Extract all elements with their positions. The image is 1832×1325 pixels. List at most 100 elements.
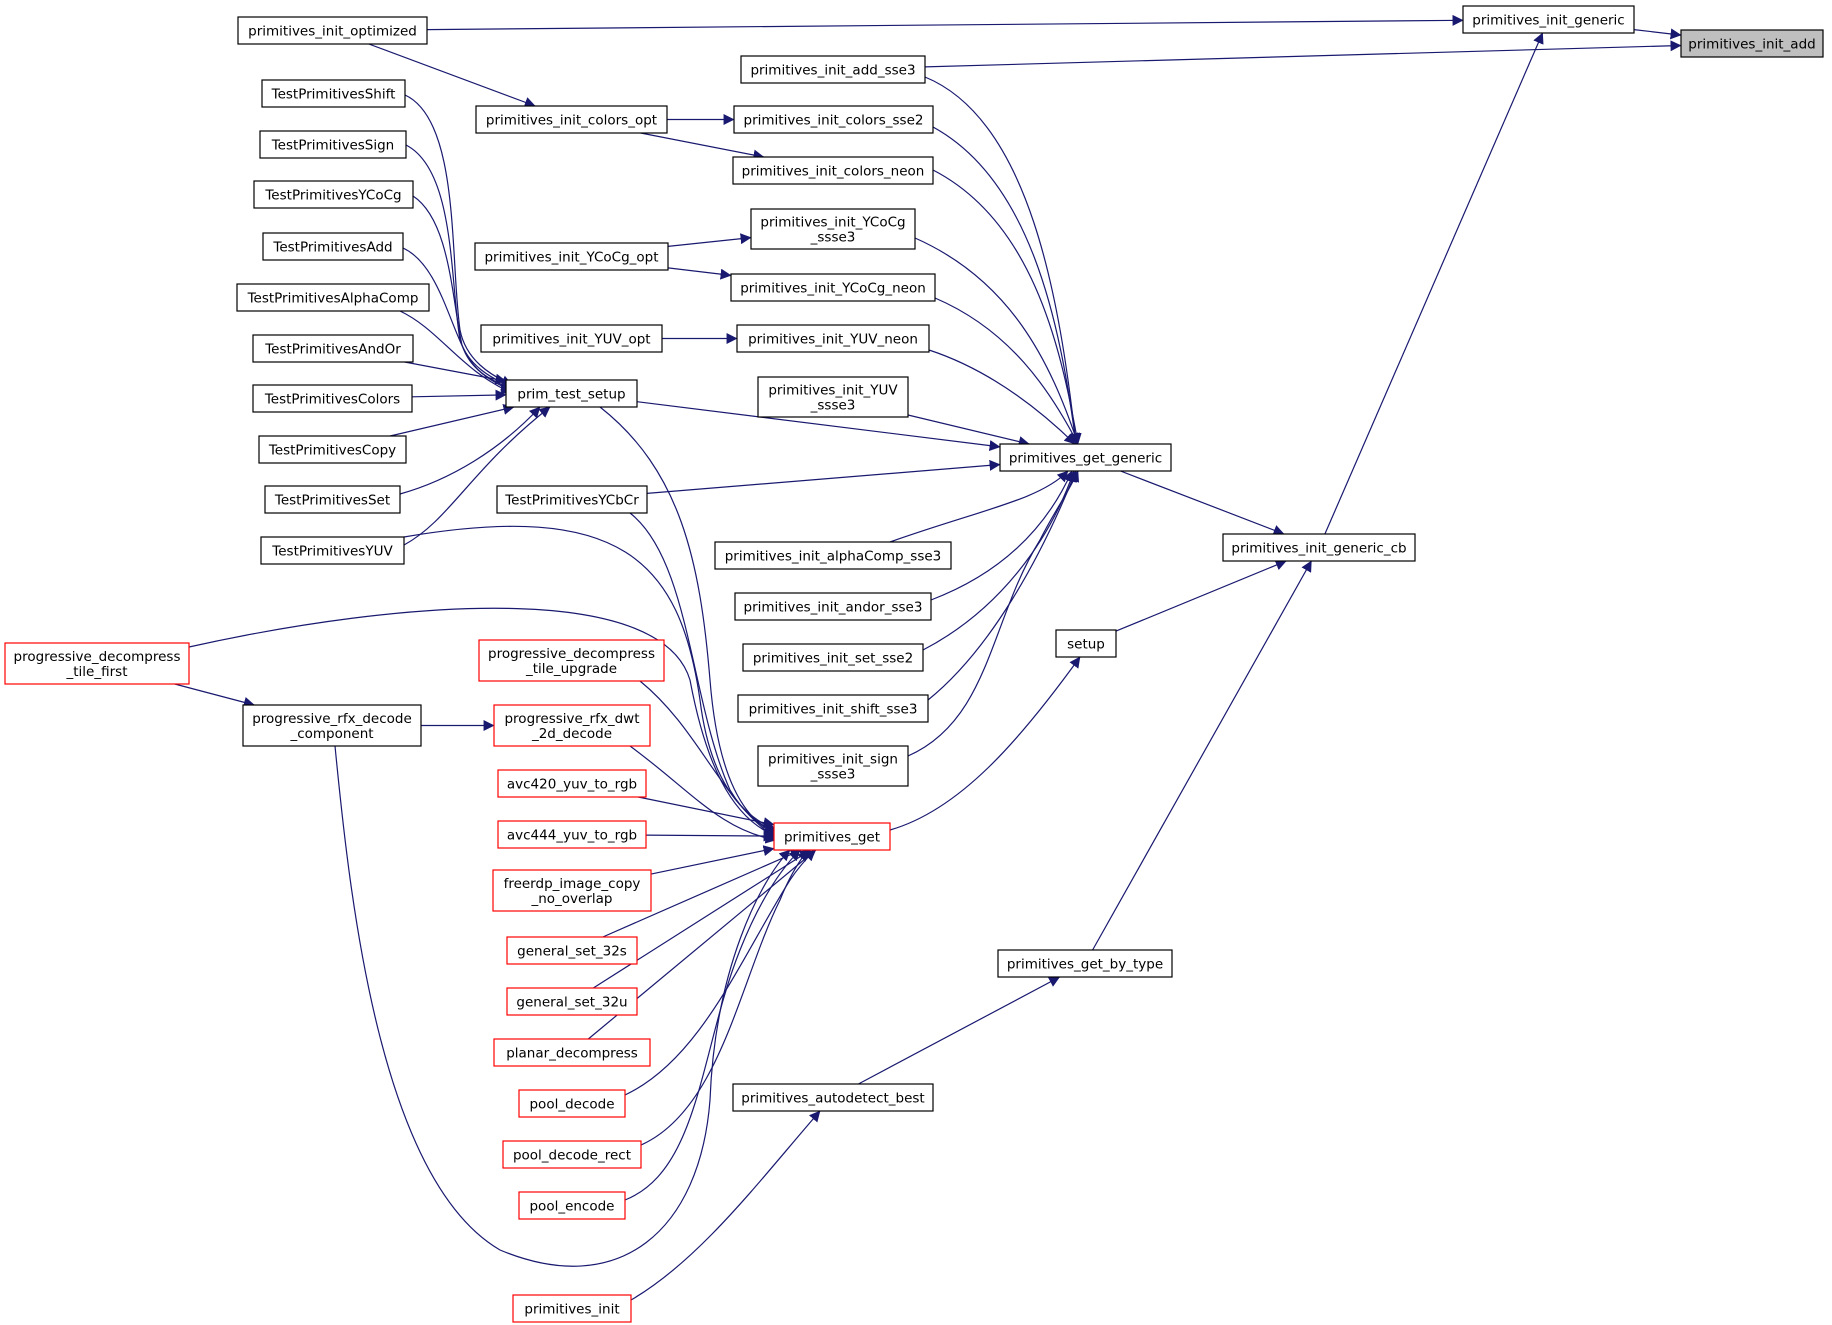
edge-primitives_init_YCoCg_neon-to-primitives_get_generic bbox=[934, 297, 1079, 445]
node-box bbox=[474, 242, 669, 271]
node-label: primitives_init_YCoCg bbox=[760, 215, 905, 231]
node-primitives_init_YCoCg_opt[interactable]: primitives_init_YCoCg_opt bbox=[474, 242, 669, 271]
edge-progressive_decompress_tile_first-to-progressive_rfx_decode_component bbox=[174, 683, 255, 708]
edge-primitives_autodetect_best-to-primitives_get_by_type bbox=[858, 976, 1061, 1085]
node-primitives_init_YCoCg_neon[interactable]: primitives_init_YCoCg_neon bbox=[730, 273, 936, 302]
node-label: primitives_init_optimized bbox=[248, 24, 417, 40]
node-box bbox=[236, 283, 430, 312]
node-TestPrimitivesAndOr[interactable]: TestPrimitivesAndOr bbox=[252, 334, 414, 363]
node-primitives_get[interactable]: primitives_get bbox=[773, 822, 891, 851]
node-primitives_init[interactable]: primitives_init bbox=[512, 1294, 632, 1323]
node-label: primitives_init_YUV_neon bbox=[748, 332, 918, 348]
node-primitives_init_YUV_opt[interactable]: primitives_init_YUV_opt bbox=[480, 324, 663, 353]
node-label: primitives_init_YCoCg_neon bbox=[740, 281, 926, 297]
node-primitives_init_generic_cb[interactable]: primitives_init_generic_cb bbox=[1222, 533, 1416, 562]
node-box bbox=[480, 324, 663, 353]
node-primitives_autodetect_best[interactable]: primitives_autodetect_best bbox=[732, 1083, 934, 1112]
node-primitives_init_optimized[interactable]: primitives_init_optimized bbox=[237, 16, 428, 45]
edge-TestPrimitivesCopy-to-prim_test_setup bbox=[389, 404, 515, 437]
node-label: TestPrimitivesShift bbox=[271, 87, 396, 103]
edge-prim_test_setup-to-primitives_get_generic bbox=[636, 401, 1001, 452]
node-primitives_init_set_sse2[interactable]: primitives_init_set_sse2 bbox=[742, 643, 924, 672]
node-label: TestPrimitivesAdd bbox=[272, 240, 392, 256]
edge-primitives_init_YUV_ssse3-to-primitives_get_generic bbox=[907, 414, 1030, 447]
node-label: primitives_get_generic bbox=[1009, 451, 1162, 467]
node-primitives_init_colors_neon[interactable]: primitives_init_colors_neon bbox=[732, 156, 934, 185]
node-TestPrimitivesYCoCg[interactable]: TestPrimitivesYCoCg bbox=[253, 180, 414, 209]
node-progressive_rfx_decode_component[interactable]: progressive_rfx_decode_component bbox=[242, 704, 422, 747]
node-box bbox=[252, 334, 414, 363]
node-box bbox=[264, 485, 401, 514]
node-primitives_init_andor_sse3[interactable]: primitives_init_andor_sse3 bbox=[734, 592, 932, 621]
node-TestPrimitivesSign[interactable]: TestPrimitivesSign bbox=[259, 130, 407, 159]
node-pool_decode[interactable]: pool_decode bbox=[518, 1089, 626, 1118]
node-box bbox=[757, 745, 909, 787]
node-label: primitives_init_add bbox=[1688, 37, 1815, 53]
node-TestPrimitivesYUV[interactable]: TestPrimitivesYUV bbox=[260, 536, 405, 565]
node-avc444_yuv_to_rgb[interactable]: avc444_yuv_to_rgb bbox=[497, 820, 647, 849]
node-primitives_init_YCoCg_ssse3[interactable]: primitives_init_YCoCg_ssse3 bbox=[750, 208, 916, 250]
node-primitives_init_colors_opt[interactable]: primitives_init_colors_opt bbox=[475, 105, 668, 134]
node-label: freerdp_image_copy bbox=[504, 876, 641, 892]
node-box bbox=[1462, 5, 1635, 34]
node-freerdp_image_copy_no_overlap[interactable]: freerdp_image_copy_no_overlap bbox=[492, 869, 652, 912]
node-progressive_decompress_tile_upgrade[interactable]: progressive_decompress_tile_upgrade bbox=[478, 639, 665, 682]
node-box bbox=[252, 384, 413, 413]
edge-primitives_init_YCoCg_opt-to-primitives_init_YCoCg_neon bbox=[667, 267, 732, 280]
edge-primitives_init_andor_sse3-to-primitives_get_generic bbox=[930, 470, 1073, 601]
node-label: primitives_init_sign bbox=[768, 752, 898, 768]
node-TestPrimitivesCopy[interactable]: TestPrimitivesCopy bbox=[258, 435, 407, 464]
edge-primitives_get-to-setup bbox=[889, 656, 1081, 831]
node-box bbox=[742, 643, 924, 672]
node-TestPrimitivesAdd[interactable]: TestPrimitivesAdd bbox=[262, 232, 404, 261]
node-setup[interactable]: setup bbox=[1055, 629, 1117, 658]
node-label: pool_decode_rect bbox=[513, 1148, 631, 1164]
node-planar_decompress[interactable]: planar_decompress bbox=[493, 1038, 651, 1067]
edge-TestPrimitivesYCbCr-to-primitives_get_generic bbox=[646, 459, 1001, 494]
node-box bbox=[261, 79, 406, 108]
node-general_set_32s[interactable]: general_set_32s bbox=[506, 936, 638, 965]
node-label: progressive_decompress bbox=[14, 649, 181, 665]
node-general_set_32u[interactable]: general_set_32u bbox=[506, 987, 638, 1016]
node-avc420_yuv_to_rgb[interactable]: avc420_yuv_to_rgb bbox=[497, 769, 647, 798]
edge-primitives_init_generic-to-primitives_init_add bbox=[1633, 28, 1682, 40]
node-primitives_get_by_type[interactable]: primitives_get_by_type bbox=[997, 949, 1173, 978]
node-primitives_init_colors_sse2[interactable]: primitives_init_colors_sse2 bbox=[733, 105, 934, 134]
node-label: _2d_decode bbox=[531, 726, 612, 742]
node-box bbox=[730, 273, 936, 302]
node-box bbox=[732, 156, 934, 185]
node-primitives_init_sign_ssse3[interactable]: primitives_init_sign_ssse3 bbox=[757, 745, 909, 787]
node-label: primitives_init_set_sse2 bbox=[753, 651, 913, 667]
node-box bbox=[496, 485, 648, 514]
node-label: avc444_yuv_to_rgb bbox=[507, 828, 637, 844]
node-primitives_init_shift_sse3[interactable]: primitives_init_shift_sse3 bbox=[737, 694, 929, 723]
node-primitives_init_YUV_neon[interactable]: primitives_init_YUV_neon bbox=[736, 324, 930, 353]
node-TestPrimitivesYCbCr[interactable]: TestPrimitivesYCbCr bbox=[496, 485, 648, 514]
node-TestPrimitivesAlphaComp[interactable]: TestPrimitivesAlphaComp bbox=[236, 283, 430, 312]
node-primitives_init_alphaComp_sse3[interactable]: primitives_init_alphaComp_sse3 bbox=[714, 541, 952, 570]
node-label: primitives_init_andor_sse3 bbox=[744, 600, 923, 616]
node-label: TestPrimitivesSign bbox=[271, 138, 395, 154]
node-box bbox=[734, 592, 932, 621]
node-progressive_decompress_tile_first[interactable]: progressive_decompress_tile_first bbox=[4, 642, 190, 685]
node-box bbox=[493, 1038, 651, 1067]
edge-progressive_rfx_dwt_2d_decode-to-primitives_get bbox=[629, 745, 777, 844]
node-prim_test_setup[interactable]: prim_test_setup bbox=[505, 379, 638, 408]
node-progressive_rfx_dwt_2d_decode[interactable]: progressive_rfx_dwt_2d_decode bbox=[493, 704, 651, 747]
node-primitives_init_YUV_ssse3[interactable]: primitives_init_YUV_ssse3 bbox=[757, 376, 909, 418]
node-pool_decode_rect[interactable]: pool_decode_rect bbox=[502, 1140, 642, 1169]
node-label: pool_encode bbox=[529, 1199, 614, 1215]
node-primitives_init_add_sse3[interactable]: primitives_init_add_sse3 bbox=[740, 55, 926, 84]
node-TestPrimitivesShift[interactable]: TestPrimitivesShift bbox=[261, 79, 406, 108]
edge-progressive_decompress_tile_upgrade-to-primitives_get bbox=[639, 680, 777, 839]
edge-general_set_32s-to-primitives_get bbox=[602, 849, 802, 938]
node-TestPrimitivesSet[interactable]: TestPrimitivesSet bbox=[264, 485, 401, 514]
node-box bbox=[512, 1294, 632, 1323]
node-primitives_init_generic[interactable]: primitives_init_generic bbox=[1462, 5, 1635, 34]
node-label: TestPrimitivesYCoCg bbox=[264, 188, 401, 204]
node-pool_encode[interactable]: pool_encode bbox=[518, 1191, 626, 1220]
node-TestPrimitivesColors[interactable]: TestPrimitivesColors bbox=[252, 384, 413, 413]
node-primitives_init_add: primitives_init_add bbox=[1680, 29, 1824, 58]
node-primitives_get_generic[interactable]: primitives_get_generic bbox=[999, 443, 1172, 472]
node-label: planar_decompress bbox=[506, 1046, 638, 1062]
